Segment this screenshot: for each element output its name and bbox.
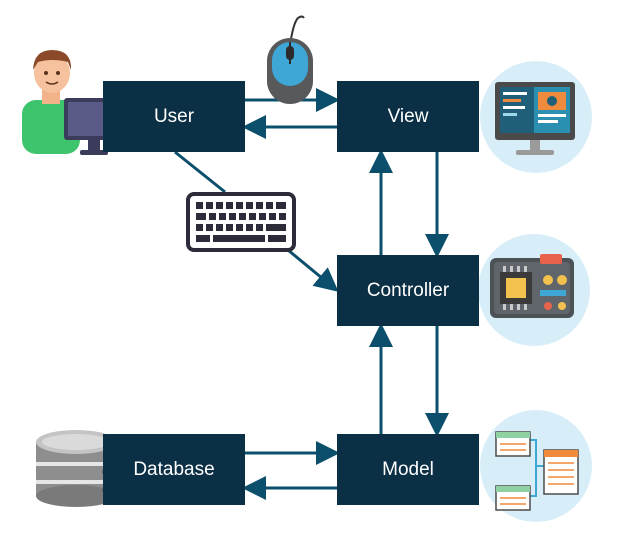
view-box: View xyxy=(337,81,479,152)
model-box: Model xyxy=(337,434,479,505)
mouse-icon xyxy=(267,15,313,104)
circuit-board-icon xyxy=(490,254,574,318)
table-schema-icon xyxy=(495,431,579,511)
view-label: View xyxy=(387,105,429,127)
controller-label: Controller xyxy=(366,279,450,301)
user-label: User xyxy=(153,105,195,127)
database-box: Database xyxy=(103,434,245,505)
monitor-icon xyxy=(495,82,575,155)
model-label: Model xyxy=(382,458,434,480)
arrow-keyboard-to-controller xyxy=(287,248,339,292)
database-label: Database xyxy=(133,458,215,480)
database-icon xyxy=(36,430,116,507)
controller-box: Controller xyxy=(337,255,479,326)
user-box: User xyxy=(103,81,245,152)
arrow-user-to-keyboard xyxy=(174,150,226,194)
keyboard-icon xyxy=(186,192,296,252)
